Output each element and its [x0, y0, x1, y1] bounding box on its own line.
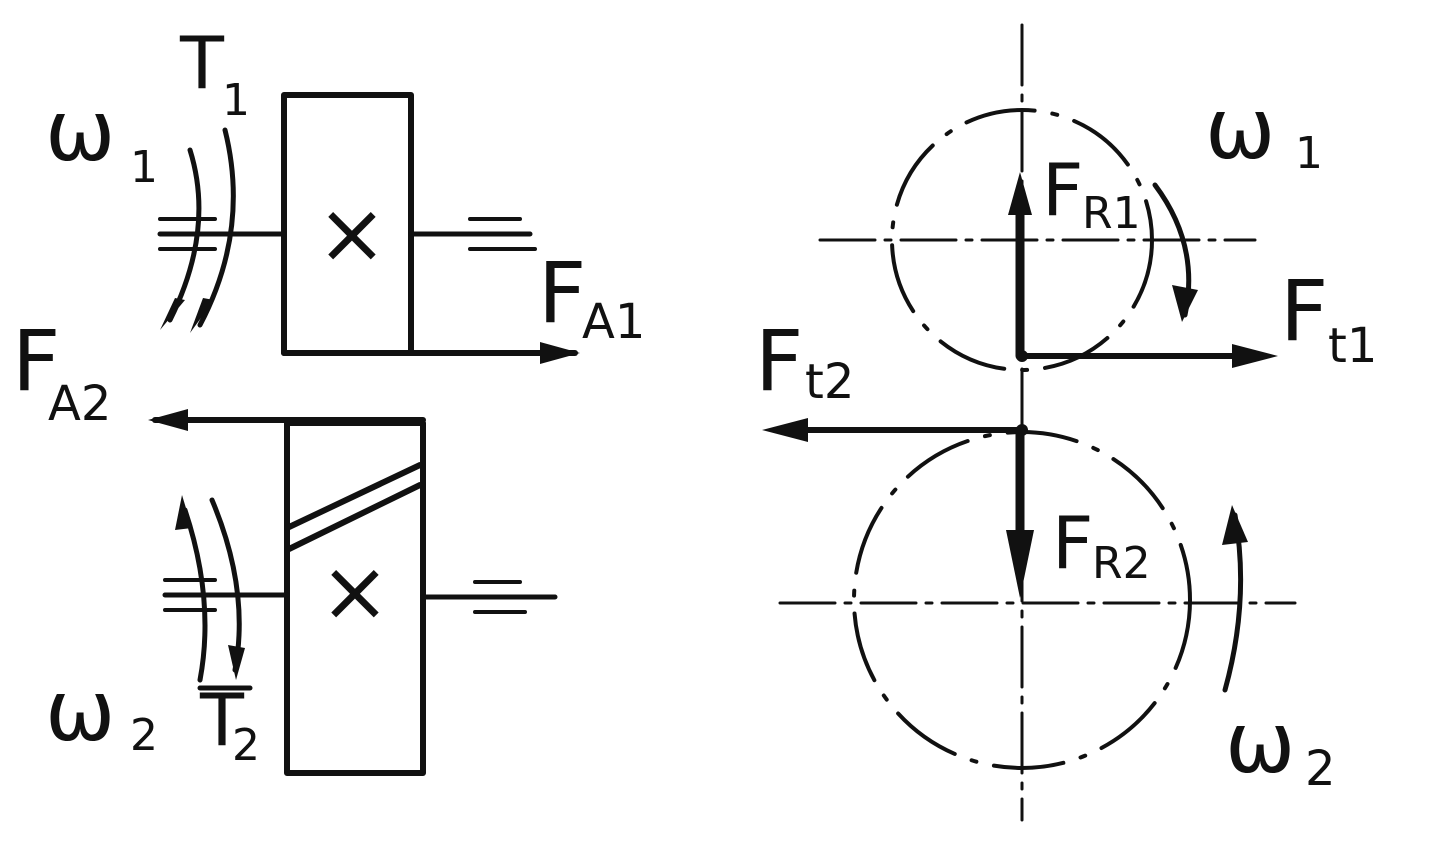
label-fr1: F R1 — [1042, 148, 1141, 239]
svg-text:t2: t2 — [805, 354, 854, 410]
label-omega2-left: ω 2 — [45, 662, 158, 761]
svg-text:ω: ω — [1205, 80, 1275, 178]
label-omega2-right: ω 2 — [1225, 694, 1336, 797]
svg-text:A1: A1 — [582, 294, 645, 350]
svg-text:A2: A2 — [48, 376, 111, 432]
label-omega1-left: ω 1 — [45, 82, 158, 193]
gear2-rotation-arrow — [1222, 505, 1248, 693]
label-fr2: F R2 — [1052, 501, 1151, 589]
svg-text:T: T — [179, 21, 225, 105]
svg-text:F: F — [1052, 501, 1093, 585]
svg-text:2: 2 — [232, 720, 260, 771]
gear1-output-shaft — [408, 217, 537, 251]
gear2-output-shaft — [420, 580, 558, 614]
gear1-input-shaft — [157, 217, 287, 251]
svg-text:ω: ω — [45, 662, 115, 760]
svg-text:F: F — [755, 312, 803, 410]
force-fr2-arrow — [1006, 425, 1034, 598]
gear1-tooth-mark: × — [317, 184, 387, 282]
label-fa2: F A2 — [12, 312, 111, 432]
gear2-tooth-mark: × — [320, 542, 390, 640]
svg-text:F: F — [1280, 262, 1328, 360]
gear2-body: × — [284, 420, 426, 776]
svg-text:1: 1 — [130, 142, 158, 193]
gear2-input-shaft — [162, 578, 290, 612]
label-ft1: F t1 — [1280, 262, 1377, 374]
gear1-rotation-arrow — [1152, 182, 1198, 322]
svg-text:R1: R1 — [1082, 188, 1141, 239]
svg-text:1: 1 — [222, 75, 250, 126]
force-fr1-arrow — [1008, 172, 1032, 361]
label-fa1: F A1 — [538, 244, 645, 350]
label-t2: T 2 — [197, 678, 260, 771]
svg-text:T: T — [199, 678, 245, 762]
label-omega1-right: ω 1 — [1205, 80, 1323, 179]
svg-text:2: 2 — [1305, 741, 1336, 797]
gear1-rotation-arrows — [160, 127, 236, 333]
right-gear-pair: ω 1 F R1 F t1 F t2 F R2 ω 2 — [755, 23, 1377, 822]
gear2-rotation-arrows — [175, 495, 245, 683]
svg-text:ω: ω — [45, 82, 115, 180]
left-gear-pair: × × — [12, 21, 645, 776]
svg-text:F: F — [1042, 148, 1083, 232]
svg-text:t1: t1 — [1328, 318, 1377, 374]
gear1-body: × — [281, 92, 414, 356]
label-t1: T 1 — [179, 21, 250, 126]
force-ft1-arrow — [1019, 344, 1278, 368]
force-fa2-arrow — [148, 409, 426, 431]
svg-text:F: F — [538, 244, 586, 342]
svg-text:R2: R2 — [1092, 538, 1151, 589]
label-ft2: F t2 — [755, 312, 854, 410]
force-fa1-arrow — [281, 342, 580, 364]
svg-text:F: F — [12, 312, 60, 410]
svg-text:ω: ω — [1225, 694, 1295, 792]
force-ft2-arrow — [762, 418, 1025, 442]
svg-text:1: 1 — [1295, 128, 1323, 179]
svg-text:2: 2 — [130, 710, 158, 761]
